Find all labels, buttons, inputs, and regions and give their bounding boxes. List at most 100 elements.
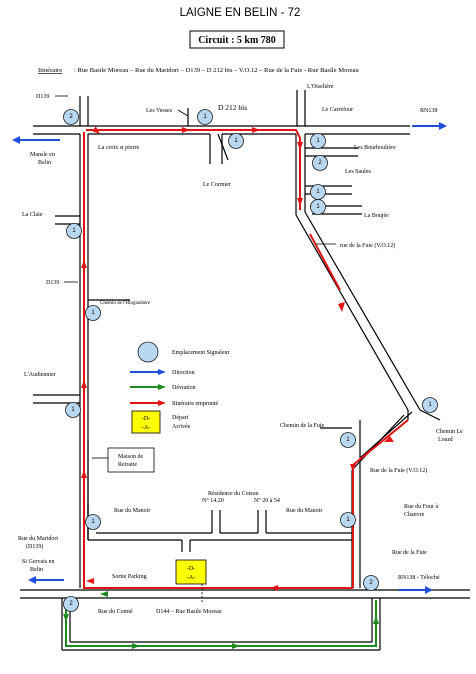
- svg-text:-D-: -D-: [187, 566, 195, 572]
- label-rue-fuie-vo12-b: Rue de la Fuie (V.O.12): [370, 467, 427, 474]
- label-le-cormier: Le Cormier: [203, 182, 231, 188]
- signaleur-marker: 1: [197, 109, 213, 125]
- label-residence-no2: N° 20 à 54: [254, 497, 280, 504]
- signaleur-number: 2: [318, 160, 322, 166]
- label-le-carrefour: Le Carrefour: [322, 106, 353, 113]
- legend-depart-icon: [131, 410, 161, 434]
- route-arrow: [338, 302, 345, 312]
- label-rn138-teloche: RN138 - Téloché: [398, 575, 440, 581]
- label-oiseliere: L'Oiselière: [307, 84, 334, 90]
- signaleur-number: 1: [234, 138, 238, 144]
- label-d139-top: D139: [36, 94, 49, 100]
- label-d144: D144 – Rue Basile Moreau: [156, 609, 222, 615]
- circuit-length: Circuit : 5 km 780: [198, 35, 276, 46]
- legend-deviation-label: Déviation: [172, 385, 196, 391]
- map-title: LAIGNE EN BELIN - 72: [180, 7, 301, 19]
- label-les-saules: Les Saules: [345, 169, 371, 175]
- label-rue-maridort-2: (D139): [26, 543, 43, 550]
- signaleur-marker: 1: [65, 402, 81, 418]
- signaleur-marker: 1: [422, 397, 438, 413]
- svg-text:-D-: -D-: [142, 416, 150, 422]
- label-mansle-2: Belin: [38, 160, 51, 166]
- start-finish-marker: -D- -A-: [175, 559, 207, 585]
- legend-depart-label: Départ: [172, 415, 189, 421]
- route-arrow: [252, 127, 260, 133]
- signaleur-number: 1: [203, 114, 207, 120]
- label-rue-fuie-vo12: rue de la Fuie (V.O.12): [340, 242, 395, 249]
- label-rue-manoir-right: Rue du Manoir: [286, 508, 322, 514]
- direction-arrows: [12, 122, 447, 594]
- label-mansle: Mansle en: [30, 152, 55, 158]
- signaleur-number: 1: [71, 407, 75, 413]
- label-d212bis: D 212 bis: [218, 103, 247, 112]
- legend-itineraire-label: Itinéraire emprunté: [172, 401, 218, 407]
- signaleur-marker: 1: [85, 514, 101, 530]
- legend-signaleur-icon: [137, 341, 159, 363]
- itinerary-text: : Rue Basile Moreau – Rue du Maridort – …: [74, 67, 359, 74]
- label-les-vesses: Les Vesses: [146, 108, 173, 114]
- label-audiennier: L'Audiennier: [24, 372, 56, 378]
- route-arrow: [297, 198, 303, 206]
- label-st-gervais: St Gervais en: [22, 559, 54, 565]
- label-la-boujee: La Boujée: [364, 213, 389, 219]
- route-deviation: [63, 591, 379, 649]
- deviation-arrow: [100, 591, 108, 597]
- legend-direction-label: Direction: [172, 370, 195, 376]
- label-chemin-hinglaubere: Chemin de l'Hinglaubère: [100, 301, 151, 306]
- route-arrow: [350, 464, 356, 472]
- label-residence: Résidence du Coteau: [208, 491, 259, 497]
- maison-retraite-box: [107, 447, 155, 473]
- route-arrow: [297, 142, 303, 150]
- signaleur-marker: 1: [310, 199, 326, 215]
- signaleur-number: 2: [369, 580, 373, 586]
- label-maison-retraite-2: Retraite: [118, 462, 137, 468]
- svg-text:-A-: -A-: [142, 425, 150, 431]
- signaleur-number: 1: [346, 437, 350, 443]
- signaleur-marker: 1: [310, 184, 326, 200]
- signaleur-marker: 1: [340, 432, 356, 448]
- signaleur-marker: 1: [340, 512, 356, 528]
- label-rue-manoir-left: Rue du Manoir: [114, 508, 150, 514]
- circuit-box: [189, 30, 285, 49]
- deviation-arrow: [132, 643, 140, 649]
- signaleur-number: 1: [91, 519, 95, 525]
- signaleur-marker: 2: [312, 155, 328, 171]
- signaleur-number: 1: [72, 228, 76, 234]
- signaleur-marker: 2: [63, 596, 79, 612]
- label-rue-comte: Rue du Comté: [98, 609, 133, 615]
- route-arrow: [91, 126, 100, 134]
- label-sortie-parking: Sortie Parking: [112, 574, 147, 580]
- route-arrow: [86, 578, 94, 584]
- signaleur-number: 1: [91, 310, 95, 316]
- signaleur-marker: 2: [363, 575, 379, 591]
- route-arrow: [384, 436, 394, 442]
- label-rue-four: Rue du Four à: [404, 504, 439, 510]
- label-rue-fuie: Rue de la Fuie: [392, 550, 427, 556]
- signaleur-number: 1: [316, 204, 320, 210]
- route-arrow: [182, 127, 190, 133]
- label-rn138-top: RN138: [420, 108, 437, 114]
- svg-text:-A-: -A-: [187, 575, 195, 581]
- signaleur-number: 1: [316, 138, 320, 144]
- route-itinerary: [81, 126, 409, 591]
- signaleur-marker: 1: [310, 133, 326, 149]
- label-bourbouliere: Les Bourboulière: [354, 145, 396, 151]
- deviation-arrow: [232, 643, 240, 649]
- route-arrow: [81, 380, 87, 388]
- road-network: [20, 90, 470, 651]
- label-rue-four-2: Chanvre: [404, 512, 425, 518]
- signaleur-marker: 1: [66, 223, 82, 239]
- signaleur-number: 1: [428, 402, 432, 408]
- route-arrow: [270, 585, 278, 591]
- signaleur-number: 1: [316, 189, 320, 195]
- label-chemin-fuie: Chemin de la Fuie: [280, 423, 324, 429]
- signaleur-number: 2: [69, 601, 73, 607]
- label-chemin-le-lourd: Chemin Le: [436, 429, 463, 435]
- label-maison-retraite: Maison de: [118, 454, 144, 460]
- label-la-claie: La Claie: [22, 212, 43, 218]
- signaleur-number: 1: [346, 517, 350, 523]
- legend: Emplacement Signaleur Direction Déviatio…: [130, 341, 229, 434]
- label-st-gervais-2: Belin: [30, 567, 43, 573]
